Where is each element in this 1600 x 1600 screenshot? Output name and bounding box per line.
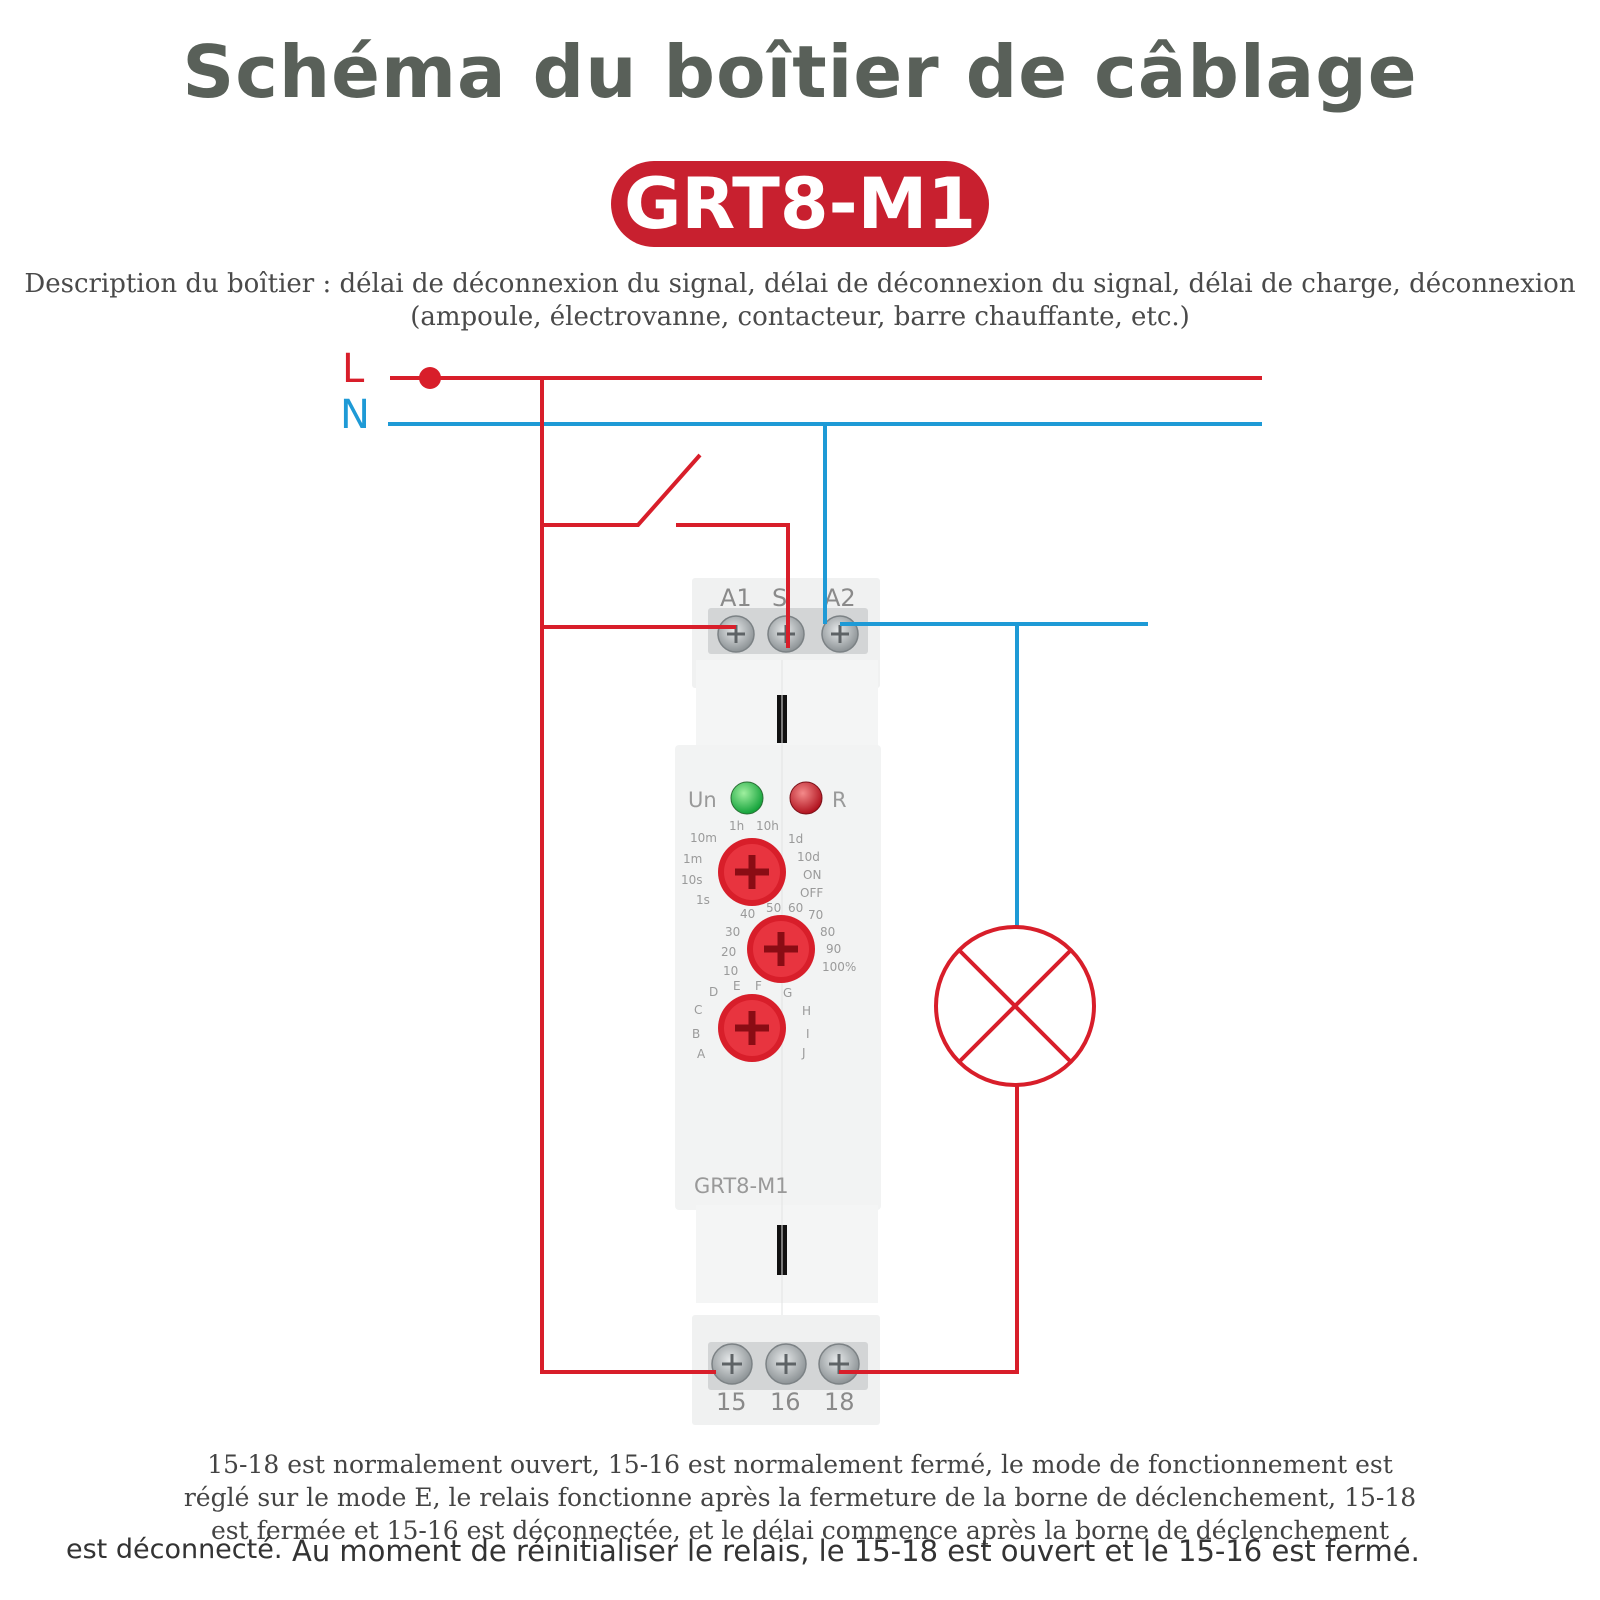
mode-dial[interactable]: D C B A E F G H I J <box>692 979 811 1062</box>
model-badge: GRT8-M1 <box>611 161 989 247</box>
dial-label: I <box>806 1027 810 1041</box>
dial-label: ON <box>803 868 821 882</box>
dial-label: 10m <box>690 831 717 845</box>
terminal-label-16: 16 <box>770 1388 801 1416</box>
dial-label: 1d <box>788 832 803 846</box>
bottom-line-4b: Au moment de réinitialiser le relais, le… <box>292 1534 1420 1568</box>
dial-label: G <box>783 986 792 1000</box>
dial-label: 30 <box>725 925 740 939</box>
dial-label: 70 <box>808 908 823 922</box>
dial-label: B <box>692 1027 700 1041</box>
led-relay-label: R <box>832 788 847 812</box>
terminal-label-a1: A1 <box>720 584 752 612</box>
time-range-dial[interactable]: 10m 1m 10s 1s 1h 10h 1d 10d ON OFF <box>681 819 823 907</box>
dial-label: 10d <box>797 850 820 864</box>
dial-label: 80 <box>820 925 835 939</box>
device-model-label: GRT8-M1 <box>694 1174 789 1198</box>
dial-label: 100% <box>822 960 856 974</box>
terminal-label-15: 15 <box>716 1388 747 1416</box>
screw-icon <box>717 615 755 653</box>
screw-icon <box>765 1343 807 1385</box>
live-label: L <box>342 346 365 392</box>
description-line-1: Description du boîtier : délai de déconn… <box>24 269 1576 299</box>
relay-led-icon <box>789 781 823 815</box>
relay-device <box>675 578 881 1425</box>
dial-label: OFF <box>800 886 823 900</box>
dial-label: 1h <box>729 819 744 833</box>
dial-label: 10s <box>681 873 703 887</box>
description-line-2: (ampoule, électrovanne, contacteur, barr… <box>410 302 1190 332</box>
terminal-label-a2: A2 <box>824 584 856 612</box>
dial-label: 50 <box>766 901 781 915</box>
bottom-description: 15-18 est normalement ouvert, 15-16 est … <box>0 1448 1600 1547</box>
dial-label: 1m <box>683 852 702 866</box>
dial-label: F <box>755 979 762 993</box>
dial-label: 20 <box>721 945 736 959</box>
page-title: Schéma du boîtier de câblage <box>182 30 1418 114</box>
lamp-icon <box>934 925 1096 1087</box>
led-power-label: Un <box>688 788 717 812</box>
dial-label: H <box>802 1004 811 1018</box>
dial-label: J <box>801 1046 806 1060</box>
screw-icon <box>711 1343 753 1385</box>
dial-label: D <box>709 985 718 999</box>
dial-label: 10h <box>756 819 779 833</box>
neutral-label: N <box>340 392 370 438</box>
percent-dial[interactable]: 40 30 20 10 50 60 70 80 90 100% <box>721 901 856 983</box>
screw-icon <box>818 1343 860 1385</box>
description: Description du boîtier : délai de déconn… <box>0 268 1600 334</box>
bottom-line-1: 15-18 est normalement ouvert, 15-16 est … <box>207 1450 1393 1479</box>
bottom-line-2: réglé sur le mode E, le relais fonctionn… <box>183 1483 1417 1512</box>
neutral-wiring <box>388 422 1262 927</box>
screw-icon <box>821 615 859 653</box>
dial-label: C <box>694 1003 702 1017</box>
dial-label: E <box>733 979 741 993</box>
live-wiring <box>390 376 1262 1374</box>
terminal-label-s: S <box>772 584 787 612</box>
dial-label: 40 <box>740 907 755 921</box>
dial-label: 1s <box>696 893 710 907</box>
dial-label: 10 <box>723 964 738 978</box>
power-led-icon <box>730 781 764 815</box>
dial-label: 60 <box>788 901 803 915</box>
dial-label: 90 <box>826 942 841 956</box>
live-terminal-dot <box>419 367 441 389</box>
dial-label: A <box>697 1047 706 1061</box>
bottom-line-3: est fermée et 15-16 est déconnectée, et … <box>210 1516 1390 1545</box>
terminal-label-18: 18 <box>824 1388 855 1416</box>
bottom-line-4a: est déconnecté. <box>66 1534 283 1565</box>
